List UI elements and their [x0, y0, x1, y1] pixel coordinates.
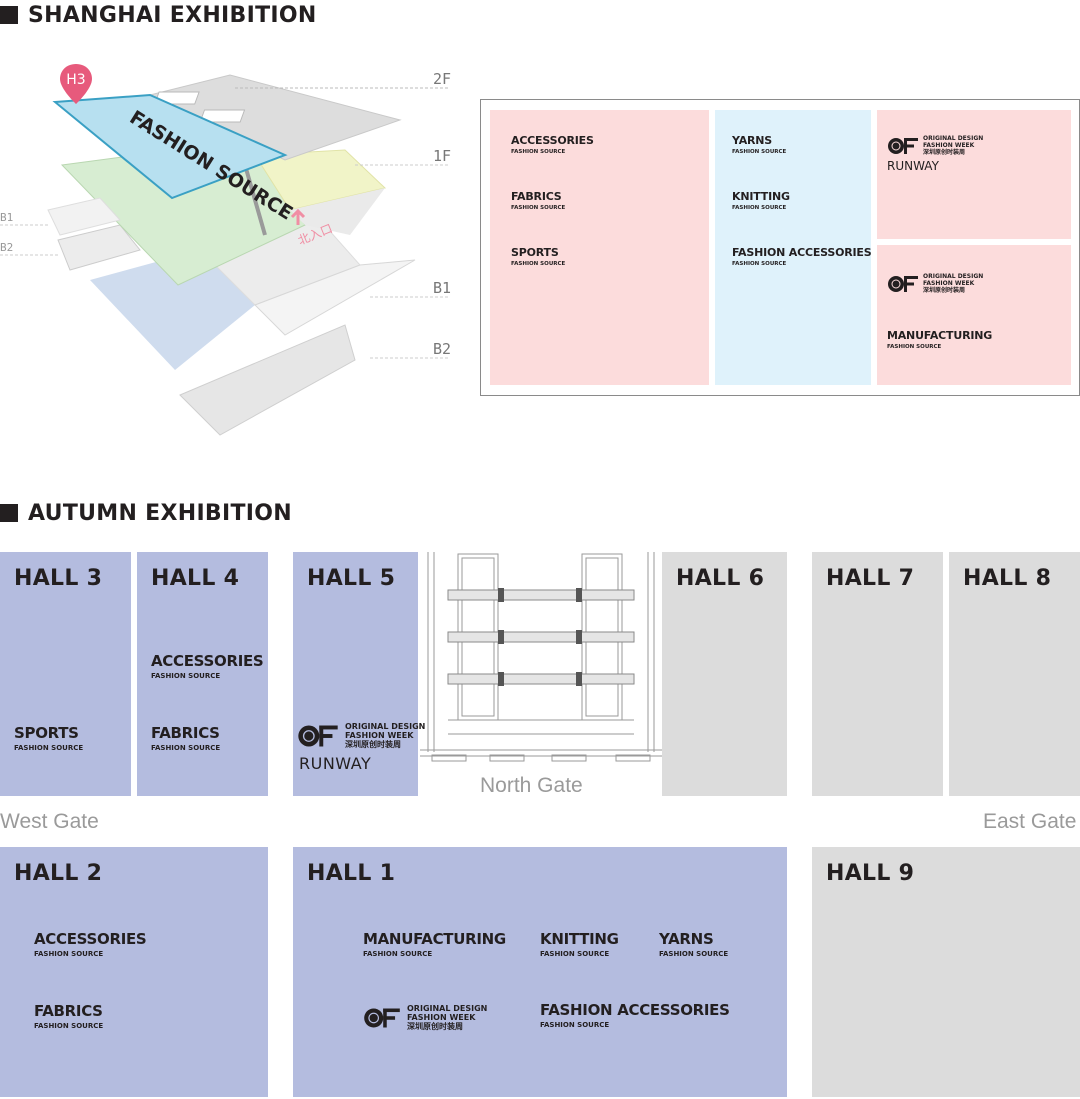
zone-fabrics[interactable]: FABRICS FASHION SOURCE: [511, 190, 566, 211]
zone-fashion-accessories[interactable]: FASHION ACCESSORIES FASHION SOURCE: [732, 246, 872, 267]
entrance-arrow-icon: [290, 208, 306, 225]
square-bullet-icon: [0, 6, 18, 24]
floor-b1-left-shape: [57, 224, 141, 271]
runway-label: RUNWAY: [887, 159, 939, 173]
hall-name: HALL 1: [307, 861, 396, 886]
runway-label: RUNWAY: [299, 754, 372, 773]
floor-label-1f: 1F: [433, 147, 451, 165]
square-bullet-icon: [0, 504, 18, 522]
zone-knitting[interactable]: KNITTING FASHION SOURCE: [732, 190, 790, 211]
escalator-pillar-shape: [243, 164, 267, 236]
floor-2f-fashion-source-shape: [52, 93, 288, 200]
hall-name: HALL 3: [14, 566, 103, 591]
hall-1[interactable]: HALL 1 MANUFACTURING FASHION SOURCE KNIT…: [293, 847, 787, 1097]
hall-name: HALL 2: [14, 861, 103, 886]
hall-4-accessories: ACCESSORIES FASHION SOURCE: [151, 652, 264, 681]
zone-manufacturing-label: MANUFACTURING FASHION SOURCE: [887, 329, 993, 350]
hall-name: HALL 8: [963, 566, 1052, 591]
floor-2f-opening-2-shape: [199, 109, 246, 123]
north-gate-label: North Gate: [480, 774, 583, 797]
zone-yarns[interactable]: YARNS FASHION SOURCE: [732, 134, 787, 155]
hall-4-fabrics: FABRICS FASHION SOURCE: [151, 724, 221, 753]
floor-1f-grey-shape: [290, 188, 385, 235]
floor-label-b1: B1: [433, 279, 451, 297]
hall-9[interactable]: HALL 9: [812, 847, 1080, 1097]
odfw-logo-icon: [364, 1008, 400, 1027]
shanghai-section-title: SHANGHAI EXHIBITION: [0, 0, 317, 30]
hall-name: HALL 9: [826, 861, 915, 886]
zone-col1: ACCESSORIES FASHION SOURCE FABRICS FASHI…: [490, 110, 709, 385]
hall-7[interactable]: HALL 7: [812, 552, 943, 796]
floor-b2-shape: [179, 324, 356, 436]
floor-b1-blue-shape: [90, 250, 255, 370]
floor-label-2f: 2F: [433, 70, 451, 88]
floor-3d-diagram: 北入口 FASHION SOURCE H3 2F 1F B1 B2 B1 B2: [0, 64, 451, 436]
hall-1-fashion-accessories: FASHION ACCESSORIES FASHION SOURCE: [540, 1001, 730, 1030]
north-gate-structure: [420, 552, 662, 762]
east-gate-label: East Gate: [983, 810, 1077, 833]
pin-label: H3: [66, 72, 85, 88]
floor-label-b2-left: B2: [0, 241, 13, 254]
hall-name: HALL 7: [826, 566, 915, 591]
hall-1-manufacturing: MANUFACTURING FASHION SOURCE: [363, 930, 506, 959]
hall-1-yarns: YARNS FASHION SOURCE: [659, 930, 729, 959]
shanghai-title: SHANGHAI EXHIBITION: [28, 2, 317, 28]
hall-name: HALL 6: [676, 566, 765, 591]
hall-6[interactable]: HALL 6: [662, 552, 787, 796]
floor-label-b1-left: B1: [0, 211, 13, 224]
zone-col2: YARNS FASHION SOURCE KNITTING FASHION SO…: [715, 110, 872, 385]
hall-1-knitting: KNITTING FASHION SOURCE: [540, 930, 619, 959]
odfw-logo-icon: [298, 725, 338, 746]
odfw-logo-icon: [888, 275, 918, 292]
floor-b1-right-shape: [254, 259, 416, 336]
hall-name: HALL 5: [307, 566, 396, 591]
autumn-title: AUTUMN EXHIBITION: [28, 500, 292, 526]
shanghai-floor-plan: ACCESSORIES FASHION SOURCE FABRICS FASHI…: [480, 99, 1080, 396]
odfw-logo-icon: [888, 137, 918, 154]
floor-1f-left-shape: [47, 197, 121, 236]
hall-name: HALL 4: [151, 566, 240, 591]
hall-2-fabrics: FABRICS FASHION SOURCE: [34, 1002, 104, 1031]
hall-8[interactable]: HALL 8: [949, 552, 1080, 796]
hall-3-sports: SPORTS FASHION SOURCE: [14, 724, 84, 753]
floor-label-b2: B2: [433, 340, 451, 358]
hall-4[interactable]: HALL 4 ACCESSORIES FASHION SOURCE FABRIC…: [137, 552, 268, 796]
hall-2-accessories: ACCESSORIES FASHION SOURCE: [34, 930, 147, 959]
zone-accessories[interactable]: ACCESSORIES FASHION SOURCE: [511, 134, 594, 155]
hall-3[interactable]: HALL 3 SPORTS FASHION SOURCE: [0, 552, 131, 796]
zone-sports[interactable]: SPORTS FASHION SOURCE: [511, 246, 566, 267]
hall-2[interactable]: HALL 2 ACCESSORIES FASHION SOURCE FABRIC…: [0, 847, 268, 1097]
autumn-section-title: AUTUMN EXHIBITION: [0, 498, 292, 528]
location-pin-icon: [60, 64, 92, 104]
west-gate-label: West Gate: [0, 810, 99, 833]
